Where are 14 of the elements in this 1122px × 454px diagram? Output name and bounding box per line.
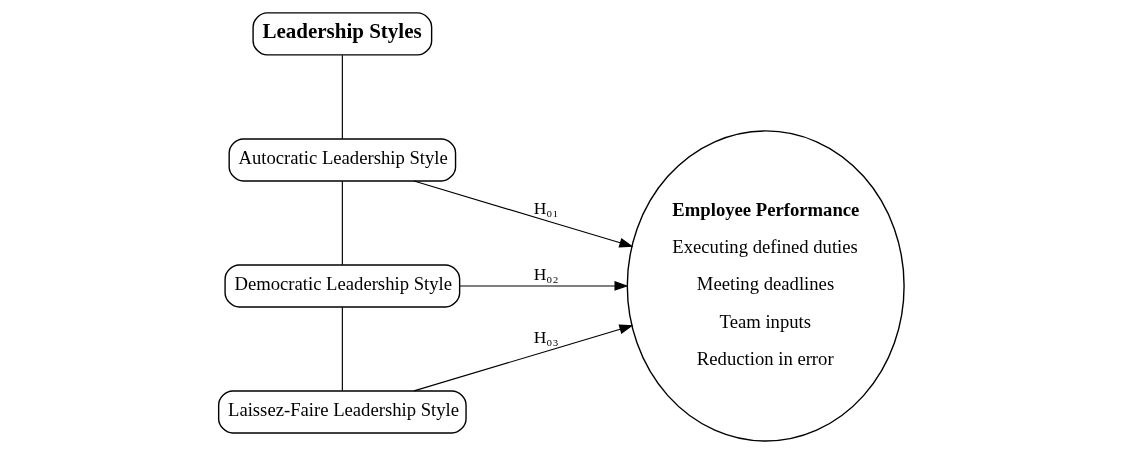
connector: [341, 180, 343, 266]
edge-label: H₀₃: [533, 327, 559, 348]
node-box: Autocratic Leadership Style: [227, 138, 456, 182]
node-box: Democratic Leadership Style: [223, 264, 460, 308]
node-box: Leadership Styles: [251, 12, 432, 56]
node-ellipse: Employee Performance Executing defined duties Meeting deadlines Team inputs Reduction in error: [626, 130, 905, 442]
arrow: [412, 324, 633, 392]
edge-label: H₀₂: [533, 264, 559, 285]
arrow: [458, 281, 628, 291]
edge-label: H₀₁: [533, 197, 559, 218]
connector: [341, 54, 343, 140]
connector: [341, 306, 343, 392]
node-box: Laissez-Faire Leadership Style: [217, 390, 467, 434]
arrow: [412, 180, 633, 248]
